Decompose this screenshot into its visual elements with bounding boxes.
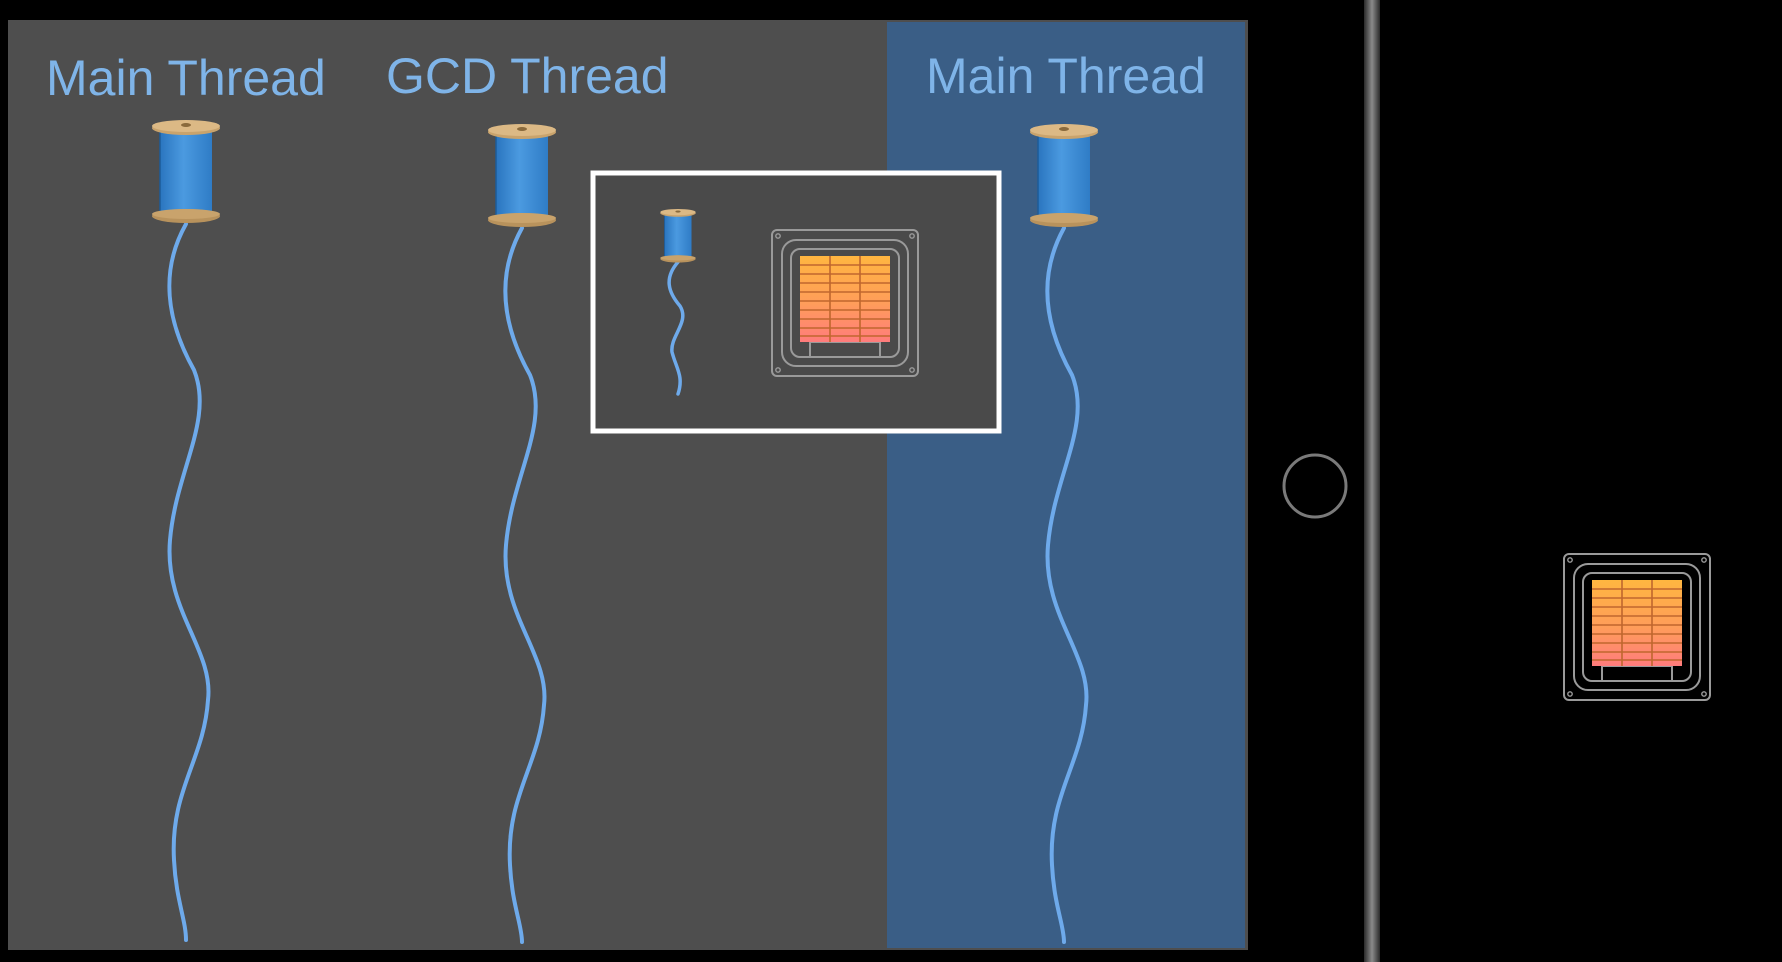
gcd-thread-label: GCD Thread (386, 48, 669, 104)
main-thread-label: Main Thread (46, 50, 326, 106)
spool-icon (659, 208, 697, 263)
tablet-frame (1282, 0, 1380, 962)
cpu-chip-icon (1563, 553, 1711, 701)
gcd-thread-column (487, 123, 557, 944)
tablet-bezel-edge (1364, 0, 1380, 962)
home-button-icon[interactable] (1282, 453, 1348, 519)
main-thread-column (151, 119, 221, 942)
thread-line (503, 226, 547, 944)
thread-line (1045, 226, 1089, 944)
spool-icon (1029, 123, 1099, 228)
thread-line (667, 260, 685, 396)
thread-line (167, 222, 211, 942)
inset-box (590, 170, 1002, 434)
spool-icon (151, 119, 221, 224)
main-thread-column-highlighted (1029, 123, 1099, 944)
spool-icon (487, 123, 557, 228)
main-thread-label-highlighted: Main Thread (926, 48, 1206, 104)
